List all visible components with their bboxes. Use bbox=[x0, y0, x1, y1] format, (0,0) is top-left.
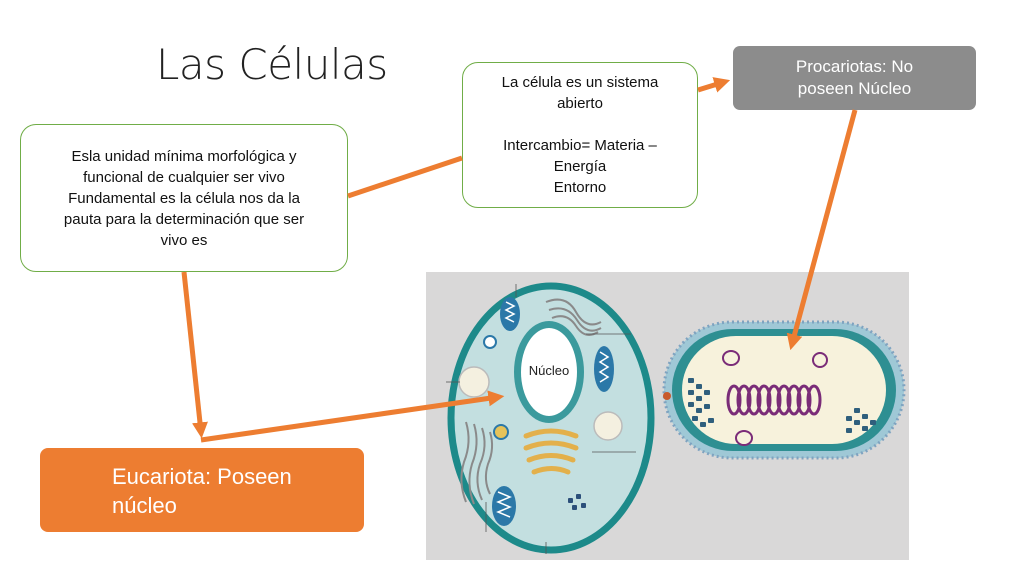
nucleus-label: Núcleo bbox=[529, 363, 569, 378]
eukaryote-line: núcleo bbox=[112, 493, 177, 518]
system-line: Entorno bbox=[553, 179, 607, 196]
eukaryote-box: Eucariota: Poseen núcleo bbox=[40, 448, 364, 532]
prokaryotic-cell bbox=[662, 320, 906, 460]
eukaryotic-cell: Núcleo bbox=[446, 282, 655, 554]
nucleoid-icon bbox=[726, 384, 822, 416]
nucleus-icon: Núcleo bbox=[514, 321, 584, 423]
definition-line: funcional de cualquier ser vivo bbox=[83, 168, 285, 186]
mitochondrion-icon bbox=[594, 346, 614, 392]
prokaryote-box: Procariotas: No poseen Núcleo bbox=[733, 46, 976, 110]
arrow-def-to-eukaryote bbox=[181, 271, 208, 439]
definition-line: Esla unidad mínima morfológica y bbox=[71, 147, 297, 165]
prokaryote-line: Procariotas: No bbox=[795, 57, 914, 76]
mitochondrion-icon bbox=[500, 297, 520, 331]
system-line: Energía bbox=[553, 158, 607, 175]
slide-title: Las Células bbox=[156, 40, 388, 89]
arrow-to-prokaryote bbox=[697, 77, 731, 93]
system-line: abierto bbox=[557, 95, 603, 112]
definition-line: pauta para la determinación que ser bbox=[63, 210, 305, 228]
eukaryote-line: Eucariota: Poseen bbox=[112, 464, 292, 489]
definition-line: vivo es bbox=[160, 231, 208, 249]
system-line: La célula es un sistema bbox=[501, 74, 659, 91]
cell-illustration: Núcleo bbox=[426, 272, 909, 560]
system-line: Intercambio= Materia – bbox=[503, 137, 657, 154]
connector-def-to-system bbox=[347, 155, 463, 199]
golgi-icon bbox=[523, 428, 579, 475]
definition-line: Fundamental es la célula nos da la bbox=[68, 189, 300, 207]
open-system-box: La célula es un sistema abierto Intercam… bbox=[462, 62, 698, 208]
definition-box: Esla unidad mínima morfológica y funcion… bbox=[20, 124, 348, 272]
mitochondrion-icon bbox=[492, 486, 516, 526]
prokaryote-line: poseen Núcleo bbox=[797, 79, 912, 98]
